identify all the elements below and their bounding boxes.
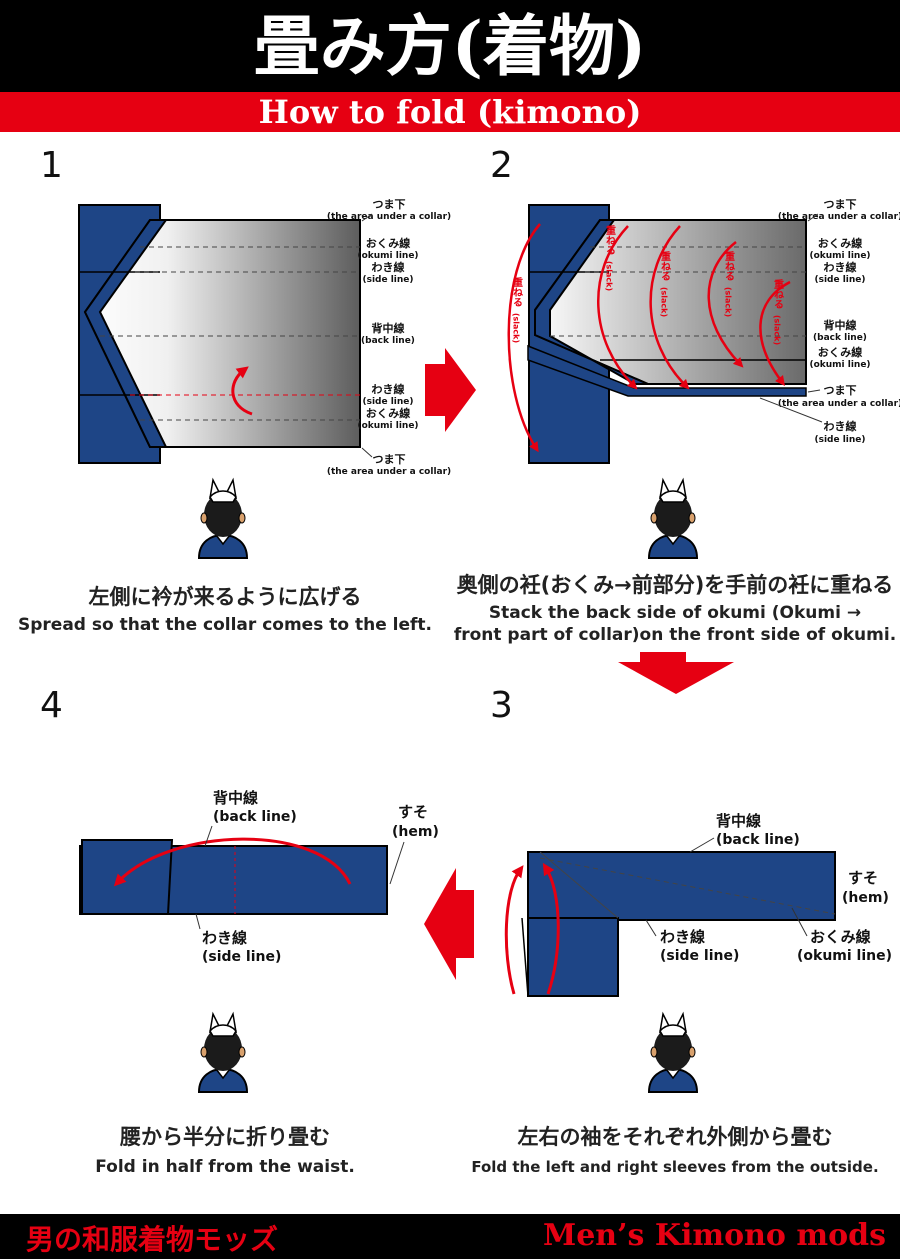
svg-text:すそ: すそ (398, 803, 428, 821)
footer-brand-en: Men’s Kimono mods (543, 1218, 886, 1253)
step-2-kimono (507, 204, 807, 464)
svg-text:重ねる: 重ねる (659, 250, 671, 281)
svg-text:(slack): (slack) (512, 313, 521, 343)
svg-text:(the area under a collar): (the area under a collar) (327, 467, 451, 477)
svg-text:おくみ線: おくみ線 (818, 236, 862, 250)
svg-text:背中線: 背中線 (213, 789, 258, 807)
svg-text:わき線: わき線 (202, 929, 247, 947)
svg-text:おくみ線: おくみ線 (366, 236, 410, 250)
svg-text:重ねる: 重ねる (772, 278, 784, 309)
svg-text:(side line): (side line) (660, 948, 739, 964)
step-4-number: 4 (40, 685, 63, 726)
svg-text:(okumi line): (okumi line) (357, 251, 418, 261)
step-1-caption: 左側に衿が来るように広げる Spread so that the collar … (0, 584, 450, 636)
svg-text:背中線: 背中線 (824, 318, 857, 332)
step-2-leader-lines (759, 213, 823, 423)
step-2-caption-jp: 奥側の衽(おくみ→前部分)を手前の衽に重ねる (456, 573, 894, 597)
svg-text:重ねる: 重ねる (604, 224, 616, 255)
footer-brand-jp: 男の和服着物モッズ (26, 1223, 279, 1256)
step-1-caption-jp: 左側に衿が来るように広げる (88, 585, 362, 609)
page-title: 畳み方(着物) (253, 7, 647, 85)
svg-text:(okumi line): (okumi line) (809, 251, 870, 261)
step-4-labels: 背中線 (back line) すそ (hem) わき線 (side line) (202, 789, 439, 965)
step-3-caption-en: Fold the left and right sleeves from the… (471, 1158, 879, 1176)
svg-text:(side line): (side line) (202, 949, 281, 965)
svg-text:(hem): (hem) (392, 824, 439, 840)
step-3-number: 3 (490, 685, 513, 726)
step-2-caption-en-1: Stack the back side of okumi (Okumi → (488, 603, 862, 623)
step-3-kimono (504, 851, 836, 997)
svg-text:重ねる: 重ねる (511, 276, 523, 307)
svg-text:つま下: つま下 (824, 198, 857, 211)
step-1-leader-lines (361, 213, 373, 458)
step-1-number: 1 (40, 145, 63, 186)
step-4-caption: 腰から半分に折り畳む Fold in half from the waist. (0, 1124, 450, 1178)
svg-text:(slack): (slack) (724, 287, 733, 317)
svg-text:わき線: わき線 (824, 419, 857, 433)
arrow-left-icon (424, 868, 474, 980)
svg-text:つま下: つま下 (373, 453, 406, 466)
step-2-caption: 奥側の衽(おくみ→前部分)を手前の衽に重ねる Stack the back si… (450, 572, 900, 646)
subtitle-banner: How to fold (kimono) (0, 92, 900, 132)
step-3-caption-jp: 左右の袖をそれぞれ外側から畳む (517, 1125, 833, 1149)
svg-text:(side line): (side line) (362, 275, 413, 285)
svg-text:おくみ線: おくみ線 (366, 406, 410, 420)
svg-text:(side line): (side line) (362, 397, 413, 407)
step-4-kimono (79, 837, 388, 915)
svg-text:(okumi line): (okumi line) (797, 948, 892, 964)
svg-text:(okumi line): (okumi line) (809, 360, 870, 370)
svg-text:わき線: わき線 (372, 382, 405, 396)
svg-text:(side line): (side line) (814, 435, 865, 445)
step-4-leader-lines (195, 825, 405, 930)
person-icon (197, 1011, 249, 1093)
svg-text:(okumi line): (okumi line) (357, 421, 418, 431)
step-3-caption: 左右の袖をそれぞれ外側から畳む Fold the left and right … (450, 1124, 900, 1178)
person-icon (197, 477, 249, 559)
svg-text:重ねる: 重ねる (723, 250, 735, 281)
svg-text:(slack): (slack) (660, 287, 669, 317)
footer-bar: 男の和服着物モッズ Men’s Kimono mods (0, 1214, 900, 1259)
step-4-caption-en: Fold in half from the waist. (95, 1157, 355, 1177)
svg-text:(back line): (back line) (716, 832, 800, 848)
step-1-kimono (78, 204, 361, 464)
step-2-labels: つま下 (the area under a collar) おくみ線 (okum… (778, 198, 900, 445)
svg-text:(the area under a collar): (the area under a collar) (327, 212, 451, 222)
content-panel: 1 つま下 (the area under a collar) おくみ線 (ok… (0, 132, 900, 1214)
step-2-number: 2 (490, 145, 513, 186)
svg-text:(slack): (slack) (605, 261, 614, 291)
step-3-leader-lines (645, 837, 808, 937)
svg-text:すそ: すそ (848, 869, 878, 887)
svg-text:(side line): (side line) (814, 275, 865, 285)
step-1-caption-en: Spread so that the collar comes to the l… (18, 615, 432, 635)
svg-text:わき線: わき線 (660, 928, 705, 946)
person-icon (647, 1011, 699, 1093)
svg-text:(back line): (back line) (361, 336, 415, 346)
step-3-labels: 背中線 (back line) すそ (hem) わき線 (side line)… (660, 812, 892, 964)
arrow-right-icon (425, 348, 476, 432)
svg-text:背中線: 背中線 (372, 321, 405, 335)
svg-text:つま下: つま下 (824, 384, 857, 397)
svg-text:おくみ線: おくみ線 (818, 345, 862, 359)
folding-diagram: 1 つま下 (the area under a collar) おくみ線 (ok… (40, 145, 900, 1093)
arrow-down-icon (618, 652, 734, 694)
svg-text:(back line): (back line) (213, 809, 297, 825)
svg-text:(hem): (hem) (842, 890, 889, 906)
step-2-stack-labels: 重ねる (slack) 重ねる (slack) 重ねる (slack) 重ねる … (511, 224, 784, 345)
svg-text:おくみ線: おくみ線 (810, 928, 871, 946)
svg-text:つま下: つま下 (373, 198, 406, 211)
svg-text:わき線: わき線 (824, 260, 857, 274)
svg-text:(the area under a collar): (the area under a collar) (778, 212, 900, 222)
svg-text:(slack): (slack) (773, 315, 782, 345)
svg-text:(the area under a collar): (the area under a collar) (778, 399, 900, 409)
svg-text:わき線: わき線 (372, 260, 405, 274)
step-4-caption-jp: 腰から半分に折り畳む (120, 1125, 330, 1149)
svg-text:背中線: 背中線 (716, 812, 761, 830)
step-1-labels: つま下 (the area under a collar) おくみ線 (okum… (327, 198, 451, 477)
step-2-caption-en-2: front part of collar)on the front side o… (453, 625, 897, 645)
svg-text:(back line): (back line) (813, 333, 867, 343)
person-icon (647, 477, 699, 559)
